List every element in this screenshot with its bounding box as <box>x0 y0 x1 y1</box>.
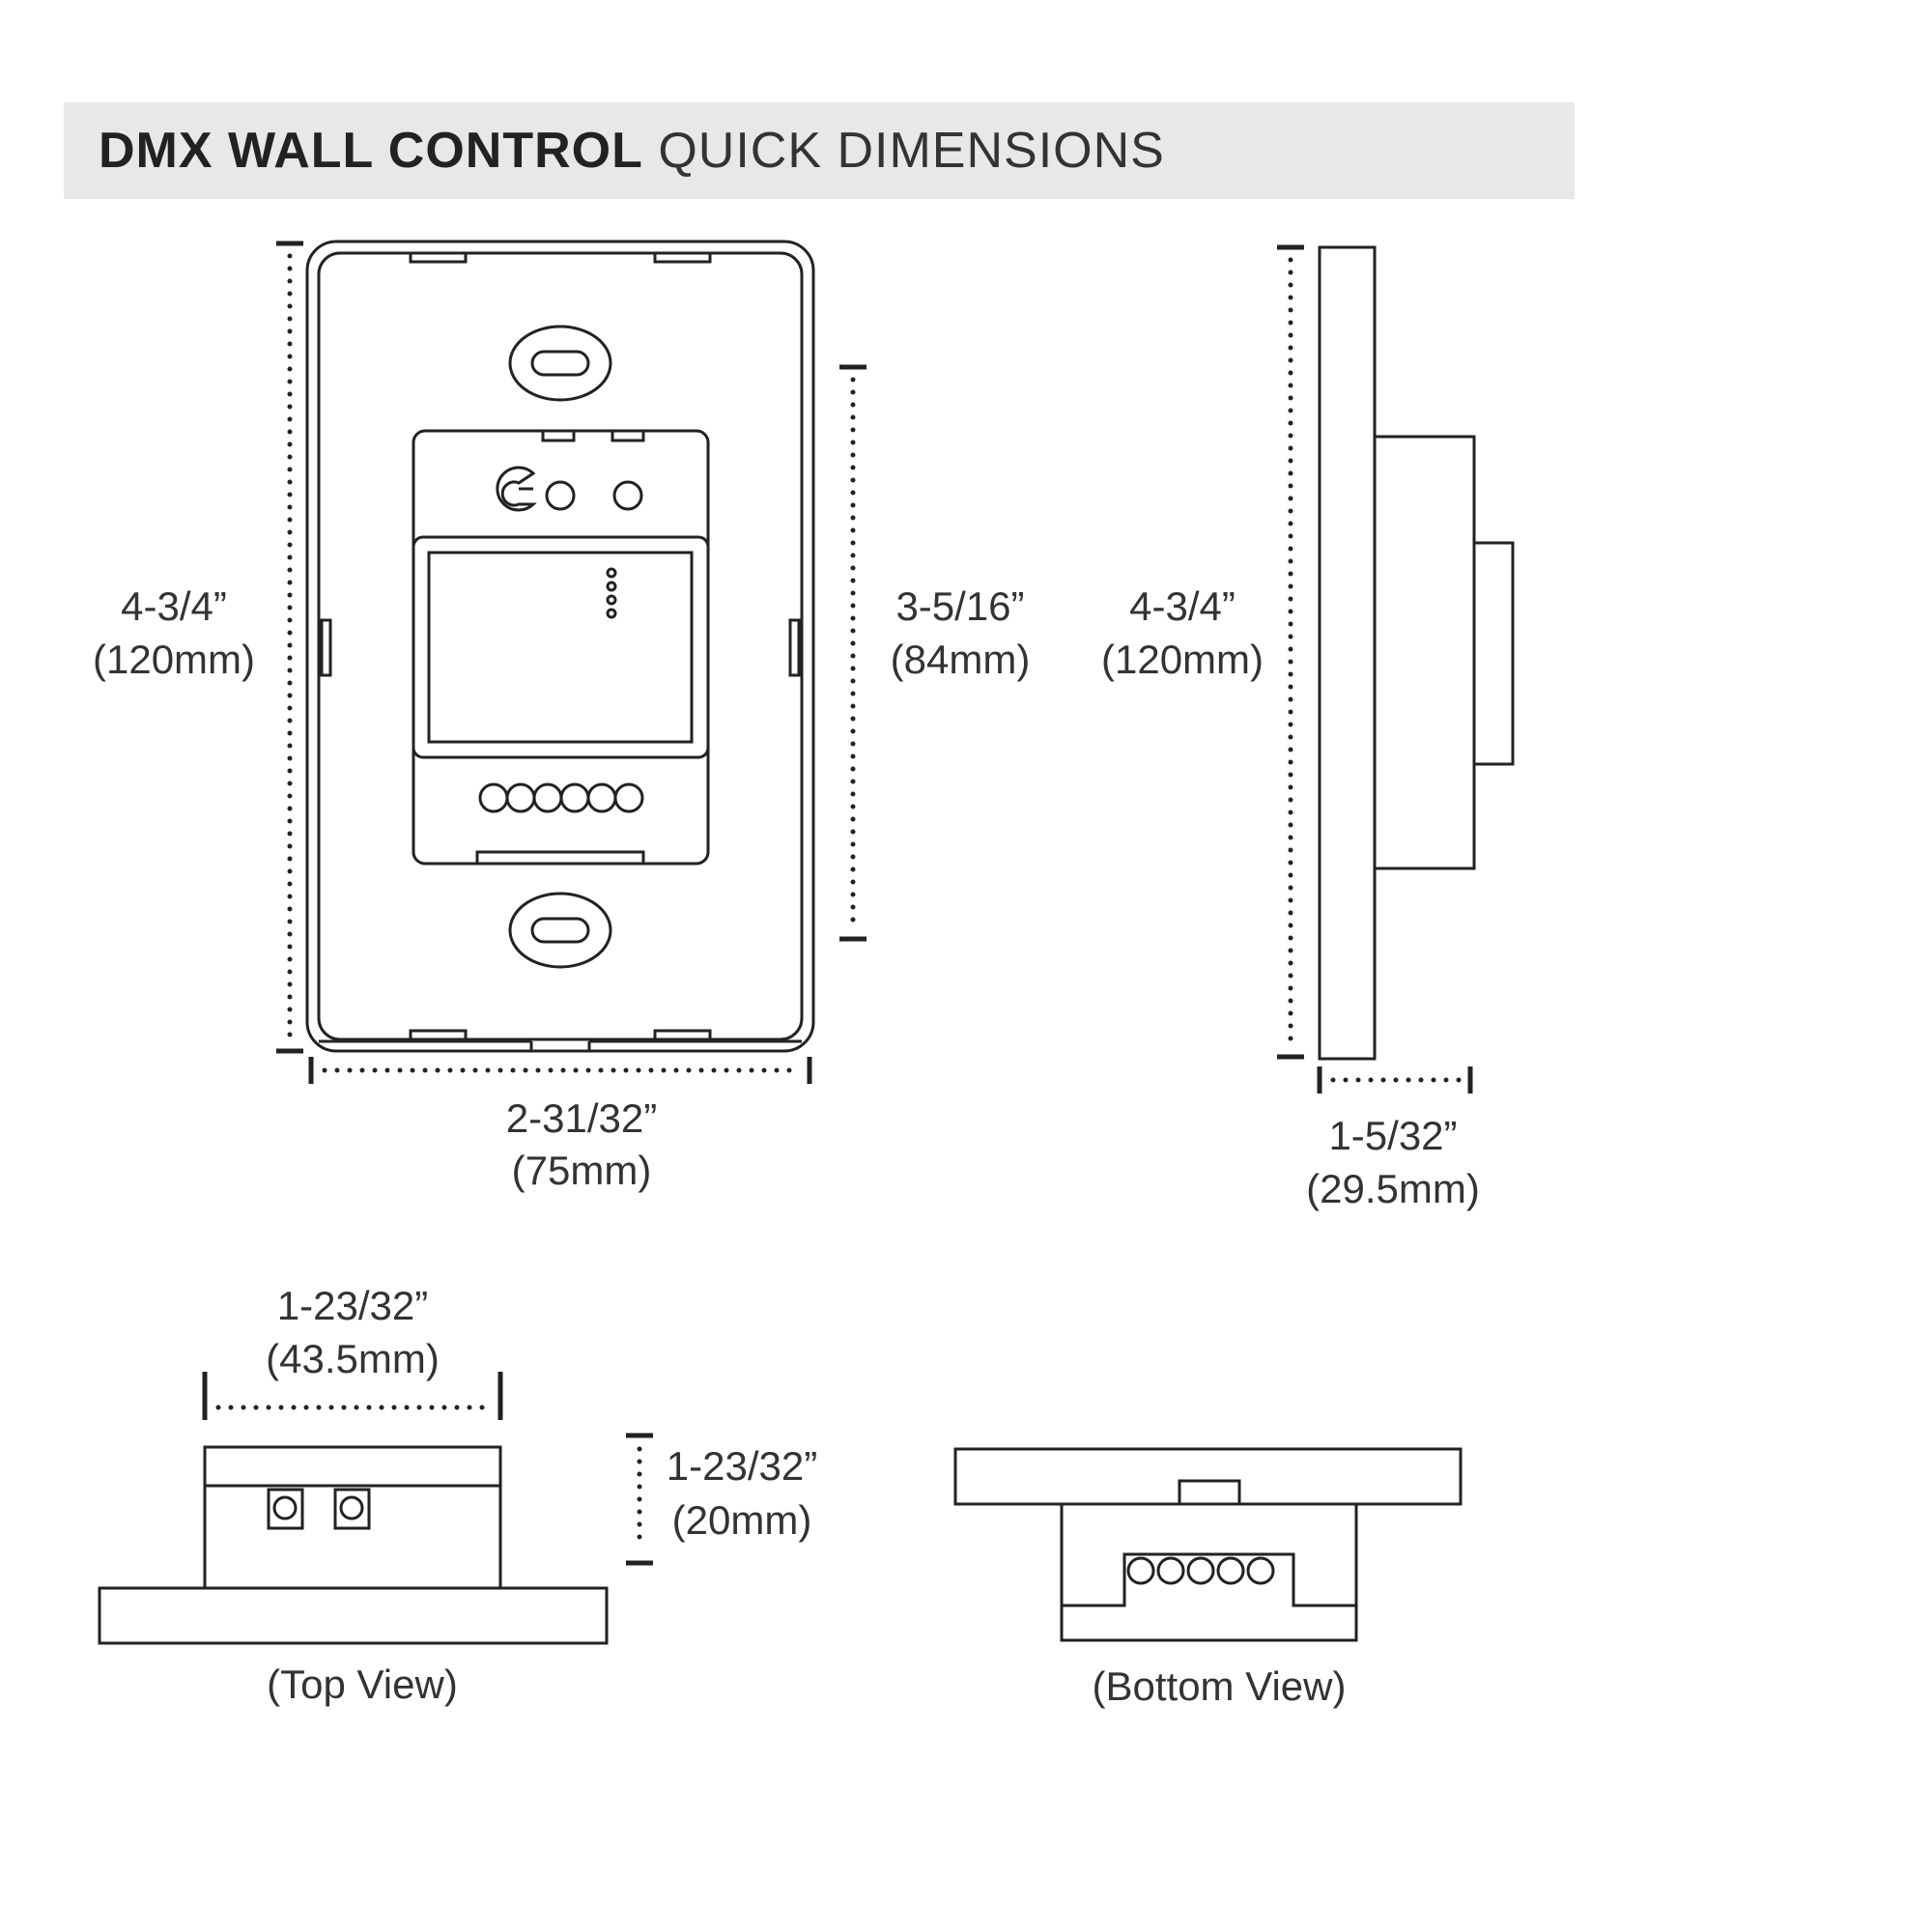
side-module-front <box>1472 541 1515 766</box>
top-connector-screw <box>272 1495 298 1520</box>
front-height-mm-label: (120mm) <box>93 637 255 682</box>
front-width-in-label: 2-31/32” <box>506 1095 657 1141</box>
bottom-terminal-block <box>1062 1552 1356 1607</box>
front-view <box>305 240 815 1053</box>
top-height-in-label: 1-23/32” <box>667 1443 817 1489</box>
plate-tab <box>409 251 468 264</box>
status-dot <box>606 567 617 579</box>
plate-tab <box>653 1029 712 1041</box>
side-height-mm-label: (120mm) <box>1101 637 1264 682</box>
module-height-mm-label: (84mm) <box>891 637 1031 682</box>
top-width-mm-label: (43.5mm) <box>266 1336 440 1381</box>
wall-plate-outer <box>305 240 815 1053</box>
module-height-in-label: 3-5/16” <box>895 583 1024 629</box>
top-connector-screw <box>339 1495 364 1520</box>
module-height-dimension <box>839 364 867 942</box>
side-depth-mm-label: (29.5mm) <box>1306 1166 1480 1211</box>
bottom-view-caption: (Bottom View) <box>1093 1663 1347 1709</box>
screw-slot-top <box>530 350 590 377</box>
antenna-icon <box>496 466 537 512</box>
module-tab <box>611 429 645 442</box>
side-depth-dimension <box>1317 1066 1473 1094</box>
front-height-dimension <box>276 241 303 1054</box>
terminal-hole <box>532 782 563 813</box>
side-depth-in-label: 1-5/32” <box>1328 1113 1457 1158</box>
top-plate <box>98 1586 609 1645</box>
top-connector <box>267 1488 304 1530</box>
terminal-hole <box>586 782 617 813</box>
indicator-led <box>612 480 643 511</box>
status-dot <box>606 581 617 592</box>
bottom-terminal-hole <box>1186 1556 1215 1585</box>
front-height-in-label: 4-3/4” <box>121 583 227 629</box>
side-clip <box>788 618 801 677</box>
top-height-mm-label: (20mm) <box>672 1497 812 1543</box>
top-view-caption: (Top View) <box>267 1662 458 1707</box>
status-dot <box>606 594 617 606</box>
module-tab <box>475 850 645 866</box>
front-width-dimension <box>308 1057 812 1084</box>
side-plate <box>1318 245 1377 1061</box>
top-view <box>98 1445 609 1645</box>
top-height-dimension <box>626 1433 653 1566</box>
screw-hole-bottom <box>508 892 612 969</box>
indicator-led <box>545 480 576 511</box>
page-title: DMX WALL CONTROL QUICK DIMENSIONS <box>99 122 1165 180</box>
wall-plate-inner <box>317 251 804 1041</box>
screw-hole-top <box>508 325 612 402</box>
terminal-hole <box>478 782 509 813</box>
title-bold: DMX WALL CONTROL <box>99 123 643 179</box>
side-height-dimension <box>1277 244 1304 1060</box>
bottom-terminal-hole <box>1126 1556 1155 1585</box>
terminal-hole <box>559 782 590 813</box>
title-light: QUICK DIMENSIONS <box>658 123 1165 179</box>
terminal-hole <box>505 782 536 813</box>
side-view <box>1318 245 1515 1061</box>
plate-tab <box>409 1029 468 1041</box>
side-clip <box>320 618 332 677</box>
terminal-hole <box>613 782 644 813</box>
display-bezel <box>412 535 710 759</box>
title-banner: DMX WALL CONTROL QUICK DIMENSIONS <box>64 102 1575 199</box>
display-screen <box>427 551 694 744</box>
top-connector <box>333 1488 371 1530</box>
front-width-mm-label: (75mm) <box>512 1148 652 1193</box>
bottom-module <box>1060 1502 1358 1642</box>
top-module <box>203 1445 502 1590</box>
side-height-in-label: 4-3/4” <box>1129 583 1236 629</box>
top-width-in-label: 1-23/32” <box>277 1283 428 1328</box>
plate-tab <box>653 251 712 264</box>
bottom-terminal-hole <box>1246 1556 1275 1585</box>
bottom-tab <box>1178 1479 1241 1506</box>
bottom-terminal-hole <box>1216 1556 1245 1585</box>
bottom-view <box>953 1447 1463 1642</box>
side-module-body <box>1373 435 1476 870</box>
bottom-terminal-hole <box>1156 1556 1185 1585</box>
module-tab <box>541 429 576 442</box>
bottom-plate <box>953 1447 1463 1506</box>
top-width-dimension <box>202 1372 503 1420</box>
screw-slot-bottom <box>530 917 590 944</box>
status-dot <box>606 608 617 619</box>
